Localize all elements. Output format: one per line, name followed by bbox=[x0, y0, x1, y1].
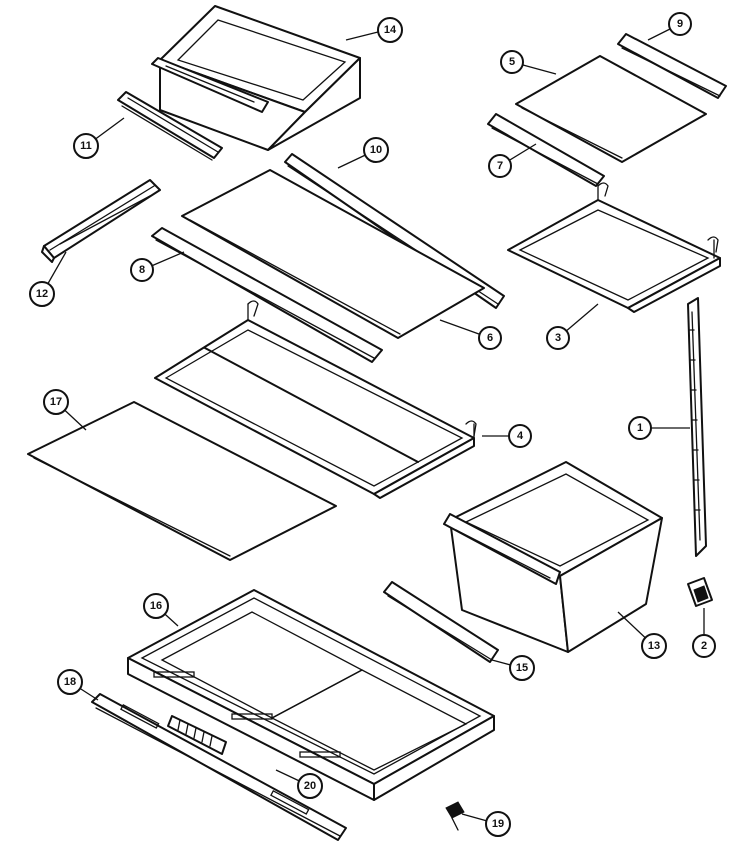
callout-12-label: 12 bbox=[36, 288, 48, 300]
callout-10-label: 10 bbox=[370, 144, 382, 156]
part-14-crisper-pan bbox=[151, 5, 361, 151]
part-15-pan-rail bbox=[383, 581, 499, 663]
callout-18: 18 bbox=[57, 669, 83, 695]
callout-20: 20 bbox=[297, 773, 323, 799]
callout-6: 6 bbox=[478, 326, 502, 350]
callout-7: 7 bbox=[488, 154, 512, 178]
part-19-fastener bbox=[445, 801, 465, 831]
callout-19: 19 bbox=[485, 811, 511, 837]
callout-13-label: 13 bbox=[648, 640, 660, 652]
part-12-bracket bbox=[41, 179, 161, 263]
callout-20-label: 20 bbox=[304, 780, 316, 792]
callout-4: 4 bbox=[508, 424, 532, 448]
part-11-support-rail bbox=[117, 91, 223, 161]
part-5-small-glass-shelf bbox=[515, 55, 707, 163]
part-6-glass-shelf bbox=[181, 169, 485, 339]
callout-5: 5 bbox=[500, 50, 524, 74]
callout-14-label: 14 bbox=[384, 24, 397, 36]
callout-10: 10 bbox=[363, 137, 389, 163]
callout-3: 3 bbox=[546, 326, 570, 350]
part-9-trim-strip bbox=[617, 33, 727, 99]
callout-7-label: 7 bbox=[497, 160, 503, 172]
callout-12: 12 bbox=[29, 281, 55, 307]
callout-19-label: 19 bbox=[492, 818, 504, 830]
part-1-shelf-ladder bbox=[687, 297, 707, 557]
callout-16: 16 bbox=[143, 593, 169, 619]
part-8-front-trim bbox=[151, 227, 383, 363]
callout-2-label: 2 bbox=[701, 640, 707, 652]
callout-11: 11 bbox=[73, 133, 99, 159]
callout-4-label: 4 bbox=[517, 430, 524, 442]
part-17-glass-panel bbox=[27, 401, 337, 561]
callout-9-label: 9 bbox=[677, 18, 683, 30]
part-16-drawer-frame bbox=[127, 589, 495, 801]
callout-15-label: 15 bbox=[516, 662, 528, 674]
callout-14: 14 bbox=[377, 17, 403, 43]
callout-3-label: 3 bbox=[555, 332, 561, 344]
callout-11-label: 11 bbox=[80, 140, 92, 152]
callout-2: 2 bbox=[692, 634, 716, 658]
part-7-small-trim bbox=[487, 113, 605, 187]
callout-1: 1 bbox=[628, 416, 652, 440]
callout-16-label: 16 bbox=[150, 600, 162, 612]
part-3-small-shelf-frame bbox=[507, 182, 721, 313]
callout-9: 9 bbox=[668, 12, 692, 36]
callout-18-label: 18 bbox=[64, 676, 76, 688]
part-2-clip bbox=[687, 577, 713, 607]
callout-13: 13 bbox=[641, 633, 667, 659]
callout-17-label: 17 bbox=[50, 396, 62, 408]
callout-8: 8 bbox=[130, 258, 154, 282]
callout-6-label: 6 bbox=[487, 332, 493, 344]
callout-17: 17 bbox=[43, 389, 69, 415]
callout-15: 15 bbox=[509, 655, 535, 681]
callout-1-label: 1 bbox=[637, 422, 643, 434]
part-4-shelf-frame bbox=[154, 300, 477, 499]
part-13-vegetable-pan bbox=[443, 461, 663, 653]
part-18-front-cover bbox=[91, 693, 347, 841]
callout-8-label: 8 bbox=[139, 264, 145, 276]
callout-5-label: 5 bbox=[509, 56, 515, 68]
part-20-vent-grille bbox=[167, 715, 227, 755]
